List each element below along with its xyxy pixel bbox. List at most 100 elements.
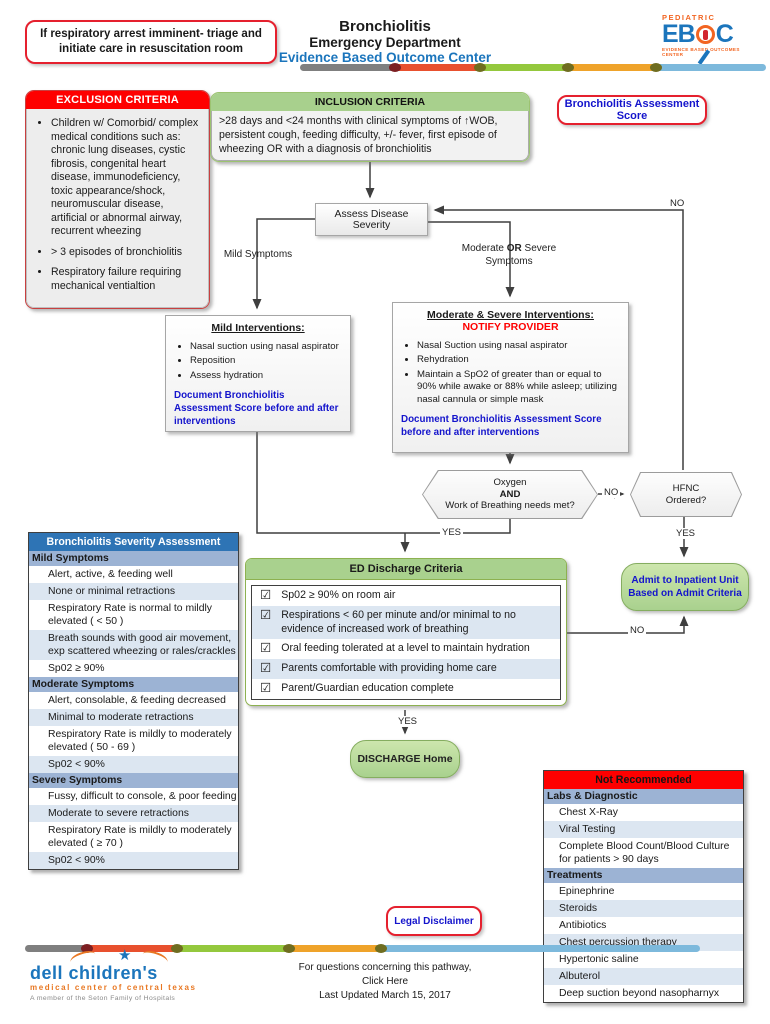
discharge-criterion-text: Parents comfortable with providing home …: [281, 662, 497, 675]
mild-interventions-list: Nasal suction using nasal aspirator Repo…: [190, 341, 342, 382]
not-recommended-row: Viral Testing: [544, 821, 743, 838]
checked-checkbox-icon[interactable]: ☑: [260, 641, 272, 656]
eboc-logo-c-text: C: [715, 20, 734, 48]
discharge-criterion-row: ☑ Parents comfortable with providing hom…: [252, 659, 560, 679]
discharge-criterion-row: ☑ Respirations < 60 per minute and/or mi…: [252, 605, 560, 640]
admit-box-line1: Admit to Inpatient Unit: [631, 574, 739, 586]
checked-checkbox-icon[interactable]: ☑: [260, 607, 272, 622]
triage-alert-callout: If respiratory arrest imminent- triage a…: [25, 20, 277, 64]
severity-row: Respiratory Rate is normal to mildly ele…: [48, 603, 212, 627]
footer-last-updated: Last Updated March 15, 2017: [319, 990, 451, 1001]
mild-document-note: Document Bronchiolitis Assessment Score …: [174, 390, 339, 427]
severity-section-mild: Mild Symptoms: [29, 551, 238, 566]
dell-childrens-logo: ★ dell children's medical center of cent…: [30, 947, 260, 1014]
moderate-branch-line2: Symptoms: [485, 255, 533, 267]
admit-inpatient-box: Admit to Inpatient Unit Based on Admit C…: [621, 563, 749, 611]
exclusion-criteria-list: Children w/ Comorbid/ complex medical co…: [51, 117, 202, 294]
modsev-interventions-list: Nasal Suction using nasal aspirator Rehy…: [417, 340, 620, 406]
divider-dot: [171, 944, 183, 953]
exclusion-item: > 3 episodes of bronchiolitis: [51, 246, 202, 260]
hfnc-decision-hexagon: HFNC Ordered?: [630, 472, 742, 517]
divider-segment-orange: [395, 64, 480, 71]
divider-segment-gray: [300, 64, 395, 71]
not-recommended-row: Antibiotics: [559, 920, 607, 931]
divider-dot: [562, 63, 574, 72]
severity-table-title: Bronchiolitis Severity Assessment: [29, 533, 238, 551]
legal-disclaimer-button[interactable]: Legal Disclaimer: [386, 906, 482, 936]
discharge-criterion-text: Parent/Guardian education complete: [281, 681, 454, 694]
inclusion-criteria-text: >28 days and <24 months with clinical sy…: [211, 111, 529, 162]
hfnc-hex-line2: Ordered?: [665, 494, 707, 506]
triage-alert-text: If respiratory arrest imminent- triage a…: [40, 28, 262, 55]
inclusion-criteria-box: INCLUSION CRITERIA >28 days and <24 mont…: [210, 92, 530, 163]
severity-row: Breath sounds with good air movement, ex…: [29, 630, 238, 660]
divider-dot: [375, 944, 387, 953]
dell-childrens-wordmark: dell children's: [30, 963, 158, 983]
divider-segment-yellow: [289, 945, 381, 952]
ed-yes-label: YES: [396, 716, 420, 727]
magnifier-lens-icon: [695, 25, 715, 44]
discharge-criterion-text: Sp02 ≥ 90% on room air: [281, 589, 396, 601]
divider-segment-blue: [381, 945, 700, 952]
child-figure-icon: [702, 30, 708, 40]
footer-click-here-link[interactable]: Click Here: [361, 976, 409, 987]
dell-childrens-subtitle: medical center of central texas: [30, 983, 197, 992]
divider-dot: [81, 944, 93, 953]
discharge-criterion-row: ☑ Parent/Guardian education complete: [252, 679, 560, 699]
divider-dot: [389, 63, 401, 72]
not-recommended-row: Deep suction beyond nasopharnyx: [559, 988, 720, 999]
moderate-branch-or: OR: [506, 243, 522, 254]
moderate-branch-label: Moderate OR Severe Symptoms: [450, 243, 568, 268]
checked-checkbox-icon[interactable]: ☑: [260, 588, 272, 602]
divider-segment-blue: [656, 64, 766, 71]
exclusion-criteria-box: EXCLUSION CRITERIA Children w/ Comorbid/…: [25, 90, 210, 309]
severity-row: Fussy, difficult to console, & poor feed…: [48, 791, 237, 802]
severity-row: Sp02 < 90%: [29, 756, 238, 773]
oxygen-no-label: NO: [602, 487, 621, 498]
mild-intervention-item: Reposition: [190, 355, 342, 367]
assess-disease-severity-box: Assess Disease Severity: [315, 203, 428, 236]
mild-interventions-title: Mild Interventions:: [211, 322, 305, 334]
not-recommended-row: Albuterol: [544, 968, 743, 985]
moderate-branch-word2: Severe: [521, 243, 557, 254]
not-recommended-section-treatments: Treatments: [544, 868, 743, 883]
modsev-intervention-item: Rehydration: [417, 354, 620, 366]
footer-contact-block: For questions concerning this pathway, C…: [255, 961, 515, 1003]
star-icon: ★: [118, 947, 132, 964]
ed-discharge-title: ED Discharge Criteria: [246, 559, 566, 580]
severity-assessment-table: Bronchiolitis Severity Assessment Mild S…: [28, 532, 239, 870]
divider-segment-gray: [25, 945, 87, 952]
exclusion-item: Respiratory failure requiring mechanical…: [51, 266, 202, 293]
branch-label-no-hfnc-loop: NO: [668, 198, 687, 209]
ed-discharge-criteria-box: ED Discharge Criteria ☑ Sp02 ≥ 90% on ro…: [245, 558, 567, 706]
page-title: Bronchiolitis: [339, 18, 431, 35]
discharge-criterion-row: ☑ Oral feeding tolerated at a level to m…: [252, 639, 560, 659]
admit-box-line2: Based on Admit Criteria: [628, 588, 742, 599]
not-recommended-row: Complete Blood Count/Blood Culture for p…: [559, 841, 730, 865]
hfnc-hex-line1: HFNC: [672, 482, 700, 494]
notify-provider-text: NOTIFY PROVIDER: [462, 321, 559, 333]
oxygen-wob-decision-hexagon: Oxygen AND Work of Breathing needs met?: [422, 470, 598, 519]
severity-row: None or minimal retractions: [29, 583, 238, 600]
checked-checkbox-icon[interactable]: ☑: [260, 680, 272, 695]
oxygen-hex-line2: AND: [499, 488, 521, 500]
oxygen-hex-line1: Oxygen: [493, 476, 527, 488]
header-divider-bar: [300, 63, 766, 72]
divider-dot: [474, 63, 486, 72]
divider-segment-green: [480, 64, 568, 71]
ed-no-label: NO: [628, 625, 647, 636]
divider-segment-green: [177, 945, 289, 952]
exclusion-item: Children w/ Comorbid/ complex medical co…: [51, 117, 202, 239]
severity-row: Respiratory Rate is mildly to moderately…: [48, 729, 232, 753]
checked-checkbox-icon[interactable]: ☑: [260, 661, 272, 676]
discharge-criterion-text: Oral feeding tolerated at a level to mai…: [281, 642, 530, 655]
oxygen-hex-line3: Work of Breathing needs met?: [445, 500, 575, 512]
page-org: Evidence Based Outcome Center: [278, 50, 492, 65]
mild-interventions-box: Mild Interventions: Nasal suction using …: [165, 315, 351, 432]
not-recommended-row: Steroids: [544, 900, 743, 917]
assessment-score-button[interactable]: Bronchiolitis Assessment Score: [557, 95, 707, 125]
assessment-score-button-label: Bronchiolitis Assessment Score: [564, 98, 700, 122]
severity-section-moderate: Moderate Symptoms: [29, 677, 238, 692]
eboc-logo-tagline: EVIDENCE BASED OUTCOMES CENTER: [662, 47, 740, 57]
